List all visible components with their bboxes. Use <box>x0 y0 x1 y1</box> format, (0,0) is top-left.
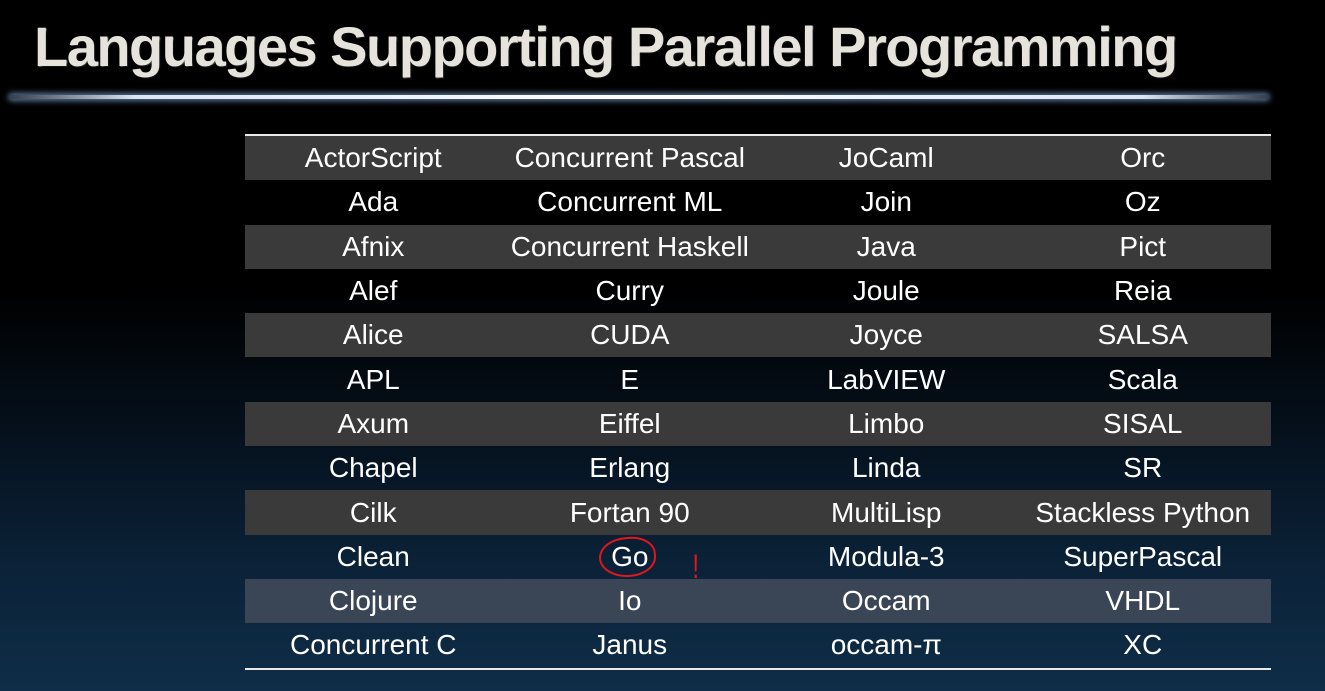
table-cell: Axum <box>245 401 502 447</box>
table-cell: MultiLisp <box>758 490 1015 535</box>
table-cell-circled: Go <box>502 534 759 579</box>
table-cell: Fortan 90 <box>501 490 758 535</box>
circled-entry: Go <box>597 534 658 579</box>
table-cell: SR <box>1123 452 1163 484</box>
table-cell: Clean <box>336 540 410 572</box>
table-row: Concurrent C Janus occam-π XC <box>245 623 1271 668</box>
table-cell: E <box>620 363 640 395</box>
table-cell: CUDA <box>501 313 758 358</box>
table-row: Clean Go Modula-3 SuperPascal <box>245 534 1271 579</box>
slide-title: Languages Supporting Parallel Programmin… <box>34 15 1178 78</box>
table-cell: Alice <box>245 313 502 358</box>
table-row: APL E LabVIEW Scala <box>245 357 1271 401</box>
table-cell: Io <box>501 578 758 624</box>
exclamation-annotation: ! <box>692 548 700 586</box>
table-cell: Reia <box>1113 275 1172 307</box>
languages-table: ActorScript Concurrent Pascal JoCaml Orc… <box>245 134 1271 670</box>
table-cell: Janus <box>592 629 668 661</box>
table-cell: Alef <box>349 275 398 307</box>
table-row: Ada Concurrent ML Join Oz <box>245 180 1271 224</box>
table-cell: Cilk <box>245 490 502 535</box>
table-cell: occam-π <box>830 629 942 661</box>
table-cell: LabVIEW <box>827 363 946 395</box>
table-cell: JoCaml <box>758 135 1015 181</box>
table-cell: Erlang <box>589 452 671 484</box>
table-cell: SISAL <box>1014 401 1271 447</box>
table-cell: Pict <box>1014 224 1271 269</box>
table-cell: Afnix <box>245 224 502 269</box>
table-cell: XC <box>1123 629 1163 661</box>
table-cell: Join <box>860 186 912 218</box>
table-cell: Orc <box>1014 135 1271 181</box>
table-row: Afnix Concurrent Haskell Java Pict <box>245 224 1271 269</box>
table-cell: VHDL <box>1014 578 1271 624</box>
table-cell: Chapel <box>328 452 418 484</box>
table-cell: Ada <box>348 186 399 218</box>
table-row: Clojure Io Occam VHDL <box>245 578 1271 624</box>
table-cell: Linda <box>851 452 921 484</box>
red-circle-annotation <box>597 534 658 579</box>
table-cell: Concurrent Haskell <box>501 224 758 269</box>
table-row: Cilk Fortan 90 MultiLisp Stackless Pytho… <box>245 490 1271 535</box>
table-cell: APL <box>346 363 400 395</box>
table-row: Chapel Erlang Linda SR <box>245 446 1271 490</box>
table-cell: Eiffel <box>501 401 758 447</box>
table-cell: Concurrent Pascal <box>501 135 758 181</box>
table-cell: Stackless Python <box>1014 490 1271 535</box>
table-cell: SuperPascal <box>1063 540 1223 572</box>
table-row: Alef Curry Joule Reia <box>245 269 1271 313</box>
table-cell: Limbo <box>758 401 1015 447</box>
table-cell: Clojure <box>245 578 502 624</box>
table-cell: ActorScript <box>245 135 502 181</box>
table-cell: SALSA <box>1014 313 1271 358</box>
table-cell: Concurrent ML <box>537 186 723 218</box>
table-cell: Joule <box>852 275 920 307</box>
table-cell-text: Go <box>611 540 649 572</box>
table-row: Axum Eiffel Limbo SISAL <box>245 401 1271 447</box>
table-cell: Curry <box>595 275 664 307</box>
table-cell: Modula-3 <box>827 540 945 572</box>
title-underline <box>10 95 1268 99</box>
table-cell: Scala <box>1107 363 1178 395</box>
table-cell: Oz <box>1124 186 1161 218</box>
table-cell: Concurrent C <box>289 629 457 661</box>
table-row: ActorScript Concurrent Pascal JoCaml Orc <box>245 135 1271 181</box>
table-cell: Occam <box>758 578 1015 624</box>
table-cell: Java <box>758 224 1015 269</box>
table-row: Alice CUDA Joyce SALSA <box>245 313 1271 358</box>
table-cell: Joyce <box>758 313 1015 358</box>
